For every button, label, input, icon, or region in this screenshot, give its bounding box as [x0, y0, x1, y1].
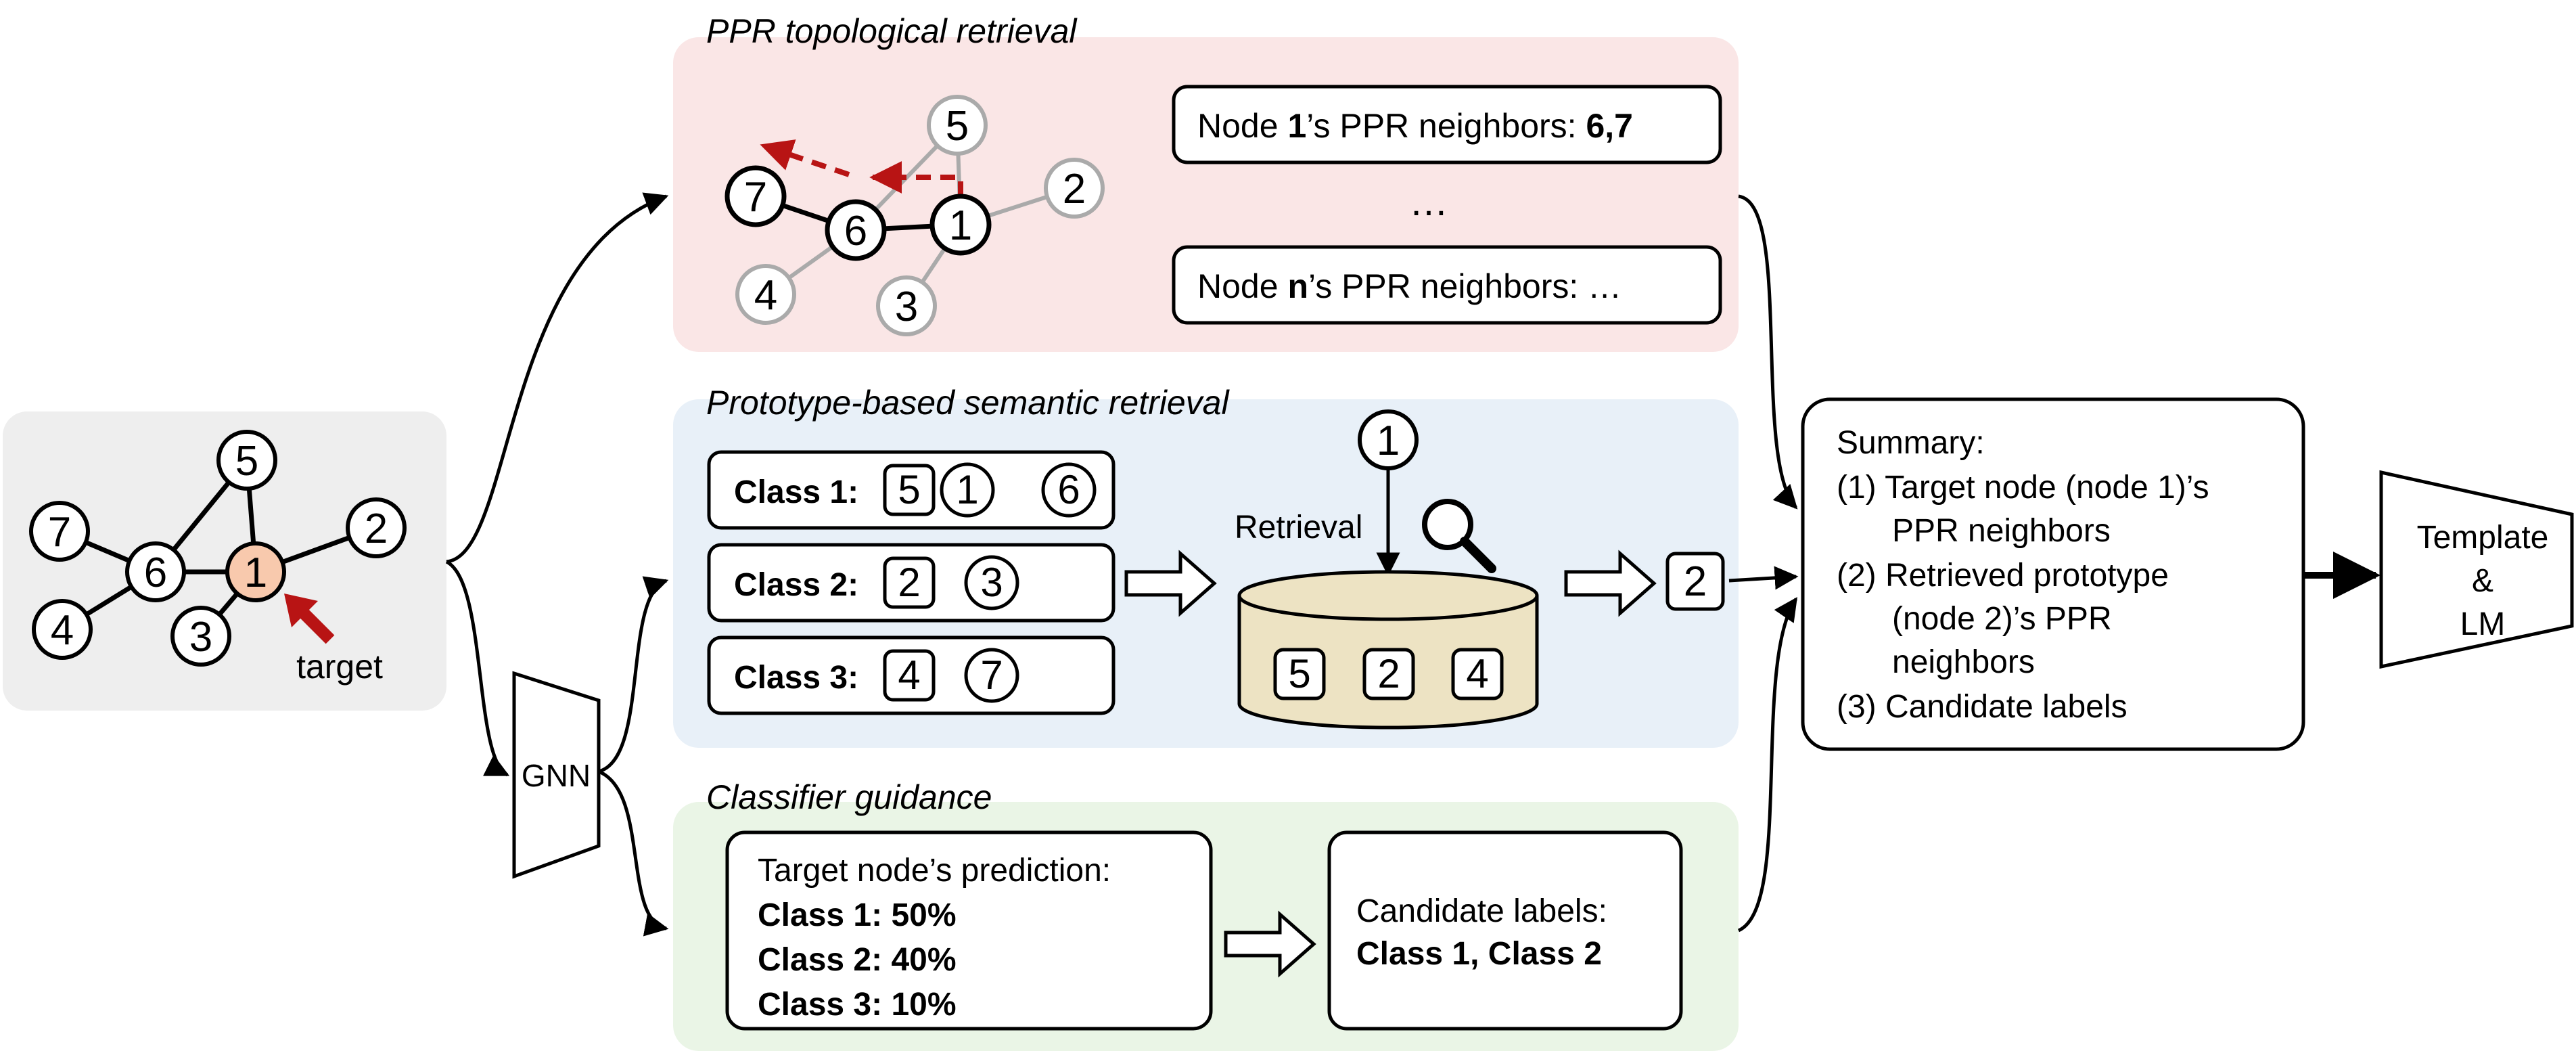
candidate-labels-box: Candidate labels: Class 1, Class 2 [1327, 830, 1683, 1031]
svg-text:4: 4 [51, 607, 74, 654]
svg-text:Class 3: 10%: Class 3: 10% [758, 987, 957, 1023]
svg-text:2: 2 [1063, 166, 1086, 213]
magnifier-icon [1422, 499, 1496, 573]
graph-node: 6 [825, 199, 887, 261]
svg-text:PPR neighbors: PPR neighbors [1892, 513, 2111, 549]
graph-node: 7 [29, 501, 90, 562]
ppr-ellipsis: … [1409, 180, 1448, 224]
svg-text:1: 1 [244, 550, 267, 596]
semantic-panel: Prototype-based semantic retrieval Class… [673, 384, 1739, 748]
svg-text:&: & [2472, 563, 2493, 599]
template-lm-block: Template & LM [2379, 470, 2574, 669]
svg-text:1: 1 [1377, 418, 1400, 464]
prototype-database: 5 2 4 [1237, 570, 1539, 730]
hollow-arrow-icon [1564, 550, 1657, 617]
connector-arrows [445, 192, 1799, 937]
svg-text:3: 3 [189, 614, 212, 661]
gnn-block: GNN [512, 671, 601, 879]
svg-text:4: 4 [1466, 651, 1488, 696]
svg-text:Class 3:: Class 3: [734, 660, 858, 696]
target-label: target [296, 648, 383, 686]
svg-text:Node 1’s PPR neighbors: 6,7: Node 1’s PPR neighbors: 6,7 [1197, 107, 1633, 145]
class-1-box: Class 1: 5 1 6 [707, 450, 1116, 530]
svg-text:2: 2 [1377, 651, 1400, 696]
svg-text:Node n’s PPR neighbors: …: Node n’s PPR neighbors: … [1197, 267, 1622, 305]
classifier-panel: Classifier guidance Target node’s predic… [673, 778, 1739, 1051]
svg-text:3: 3 [980, 560, 1003, 605]
svg-text:Class 1: 50%: Class 1: 50% [758, 897, 957, 933]
graph-node: 4 [32, 599, 93, 660]
graph-node-gray: 4 [735, 264, 796, 325]
class-2-box: Class 2: 2 3 [707, 543, 1116, 623]
svg-text:6: 6 [144, 550, 167, 596]
target-arrow-icon [284, 594, 335, 644]
ppr-title: PPR topological retrieval [706, 12, 1078, 50]
svg-text:5: 5 [235, 438, 258, 485]
graph-node: 7 [724, 165, 787, 227]
svg-text:6: 6 [1057, 467, 1080, 512]
graph-node-gray: 3 [876, 275, 937, 336]
svg-text:Class 1, Class 2: Class 1, Class 2 [1356, 936, 1602, 972]
svg-text:5: 5 [1288, 651, 1310, 696]
hollow-arrow-icon [1224, 910, 1316, 978]
hollow-arrow-icon [1124, 550, 1217, 617]
svg-text:5: 5 [946, 103, 969, 150]
semantic-title: Prototype-based semantic retrieval [706, 384, 1230, 422]
svg-text:Template: Template [2417, 520, 2549, 556]
svg-text:2: 2 [1684, 558, 1707, 605]
class-3-box: Class 3: 4 7 [707, 635, 1116, 715]
svg-text:(1) Target node (node 1)’s: (1) Target node (node 1)’s [1837, 470, 2209, 506]
svg-text:4: 4 [898, 652, 920, 698]
svg-text:3: 3 [895, 284, 918, 330]
summary-box: Summary: (1) Target node (node 1)’s PPR … [1801, 397, 2305, 751]
svg-text:5: 5 [898, 467, 920, 512]
classifier-title: Classifier guidance [706, 778, 992, 816]
input-graph-nodes: 5 7 6 1 2 4 3 [29, 430, 407, 667]
svg-text:(3) Candidate labels: (3) Candidate labels [1837, 689, 2128, 725]
retrieved-prototype: 2 [1665, 552, 1725, 611]
graph-node-gray: 5 [927, 95, 988, 156]
svg-text:4: 4 [754, 272, 777, 319]
graph-node: 1 [929, 194, 992, 256]
svg-text:Class 2:: Class 2: [734, 567, 858, 603]
svg-text:neighbors: neighbors [1892, 644, 2035, 680]
svg-text:LM: LM [2460, 606, 2506, 642]
query-node: 1 [1358, 409, 1419, 470]
svg-text:Summary:: Summary: [1837, 425, 1985, 461]
svg-text:Target node’s prediction:: Target node’s prediction: [758, 853, 1111, 889]
graph-node: 2 [346, 497, 407, 558]
retrieval-label: Retrieval [1235, 510, 1362, 545]
prediction-box: Target node’s prediction: Class 1: 50% C… [725, 830, 1213, 1031]
svg-text:7: 7 [48, 509, 71, 556]
graph-node-target: 1 [225, 541, 286, 602]
svg-text:Class 2: 40%: Class 2: 40% [758, 942, 957, 978]
svg-text:(node 2)’s PPR: (node 2)’s PPR [1892, 601, 2112, 637]
graph-node: 5 [216, 430, 277, 491]
ppr-dashed-arrows [760, 139, 963, 196]
ppr-panel: PPR topological retrieval 5 2 [673, 12, 1739, 352]
ppr-neighbors-box-1: Node 1’s PPR neighbors: 6,7 [1172, 85, 1722, 164]
svg-text:(2) Retrieved prototype: (2) Retrieved prototype [1837, 558, 2169, 594]
graph-node: 6 [125, 541, 186, 602]
svg-text:1: 1 [949, 202, 972, 249]
graph-node: 3 [170, 606, 231, 667]
svg-text:6: 6 [844, 208, 867, 254]
svg-text:Candidate labels:: Candidate labels: [1356, 893, 1607, 929]
svg-text:Class 1:: Class 1: [734, 474, 858, 510]
gnn-label: GNN [522, 758, 591, 793]
svg-text:2: 2 [898, 560, 920, 605]
input-graph-panel: 5 7 6 1 2 4 3 [3, 411, 446, 711]
svg-text:2: 2 [365, 506, 388, 552]
graph-node-gray: 2 [1044, 158, 1105, 219]
svg-text:7: 7 [980, 652, 1003, 698]
ppr-neighbors-box-n: Node n’s PPR neighbors: … [1172, 245, 1722, 325]
svg-text:7: 7 [744, 174, 767, 221]
ppr-graph-nodes: 5 2 7 6 1 4 3 [724, 95, 1105, 336]
svg-text:1: 1 [956, 467, 978, 512]
